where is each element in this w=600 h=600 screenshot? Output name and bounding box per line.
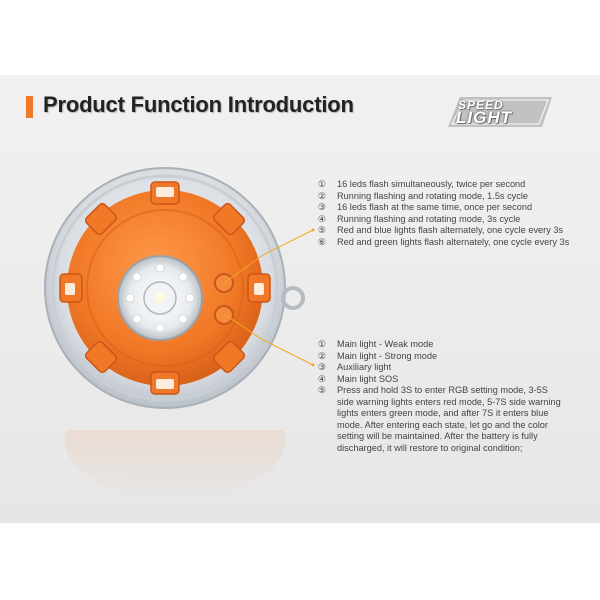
title-accent-bar [26, 96, 33, 118]
main-light-lens [117, 255, 203, 341]
brand-logo [448, 97, 552, 127]
page-title: Product Function Introduction [43, 92, 354, 117]
logo-line-1: SPEED [458, 98, 504, 112]
warning-light-device [44, 167, 305, 409]
device-reflection [65, 430, 285, 500]
logo-line-2: LIGHT [456, 108, 512, 127]
